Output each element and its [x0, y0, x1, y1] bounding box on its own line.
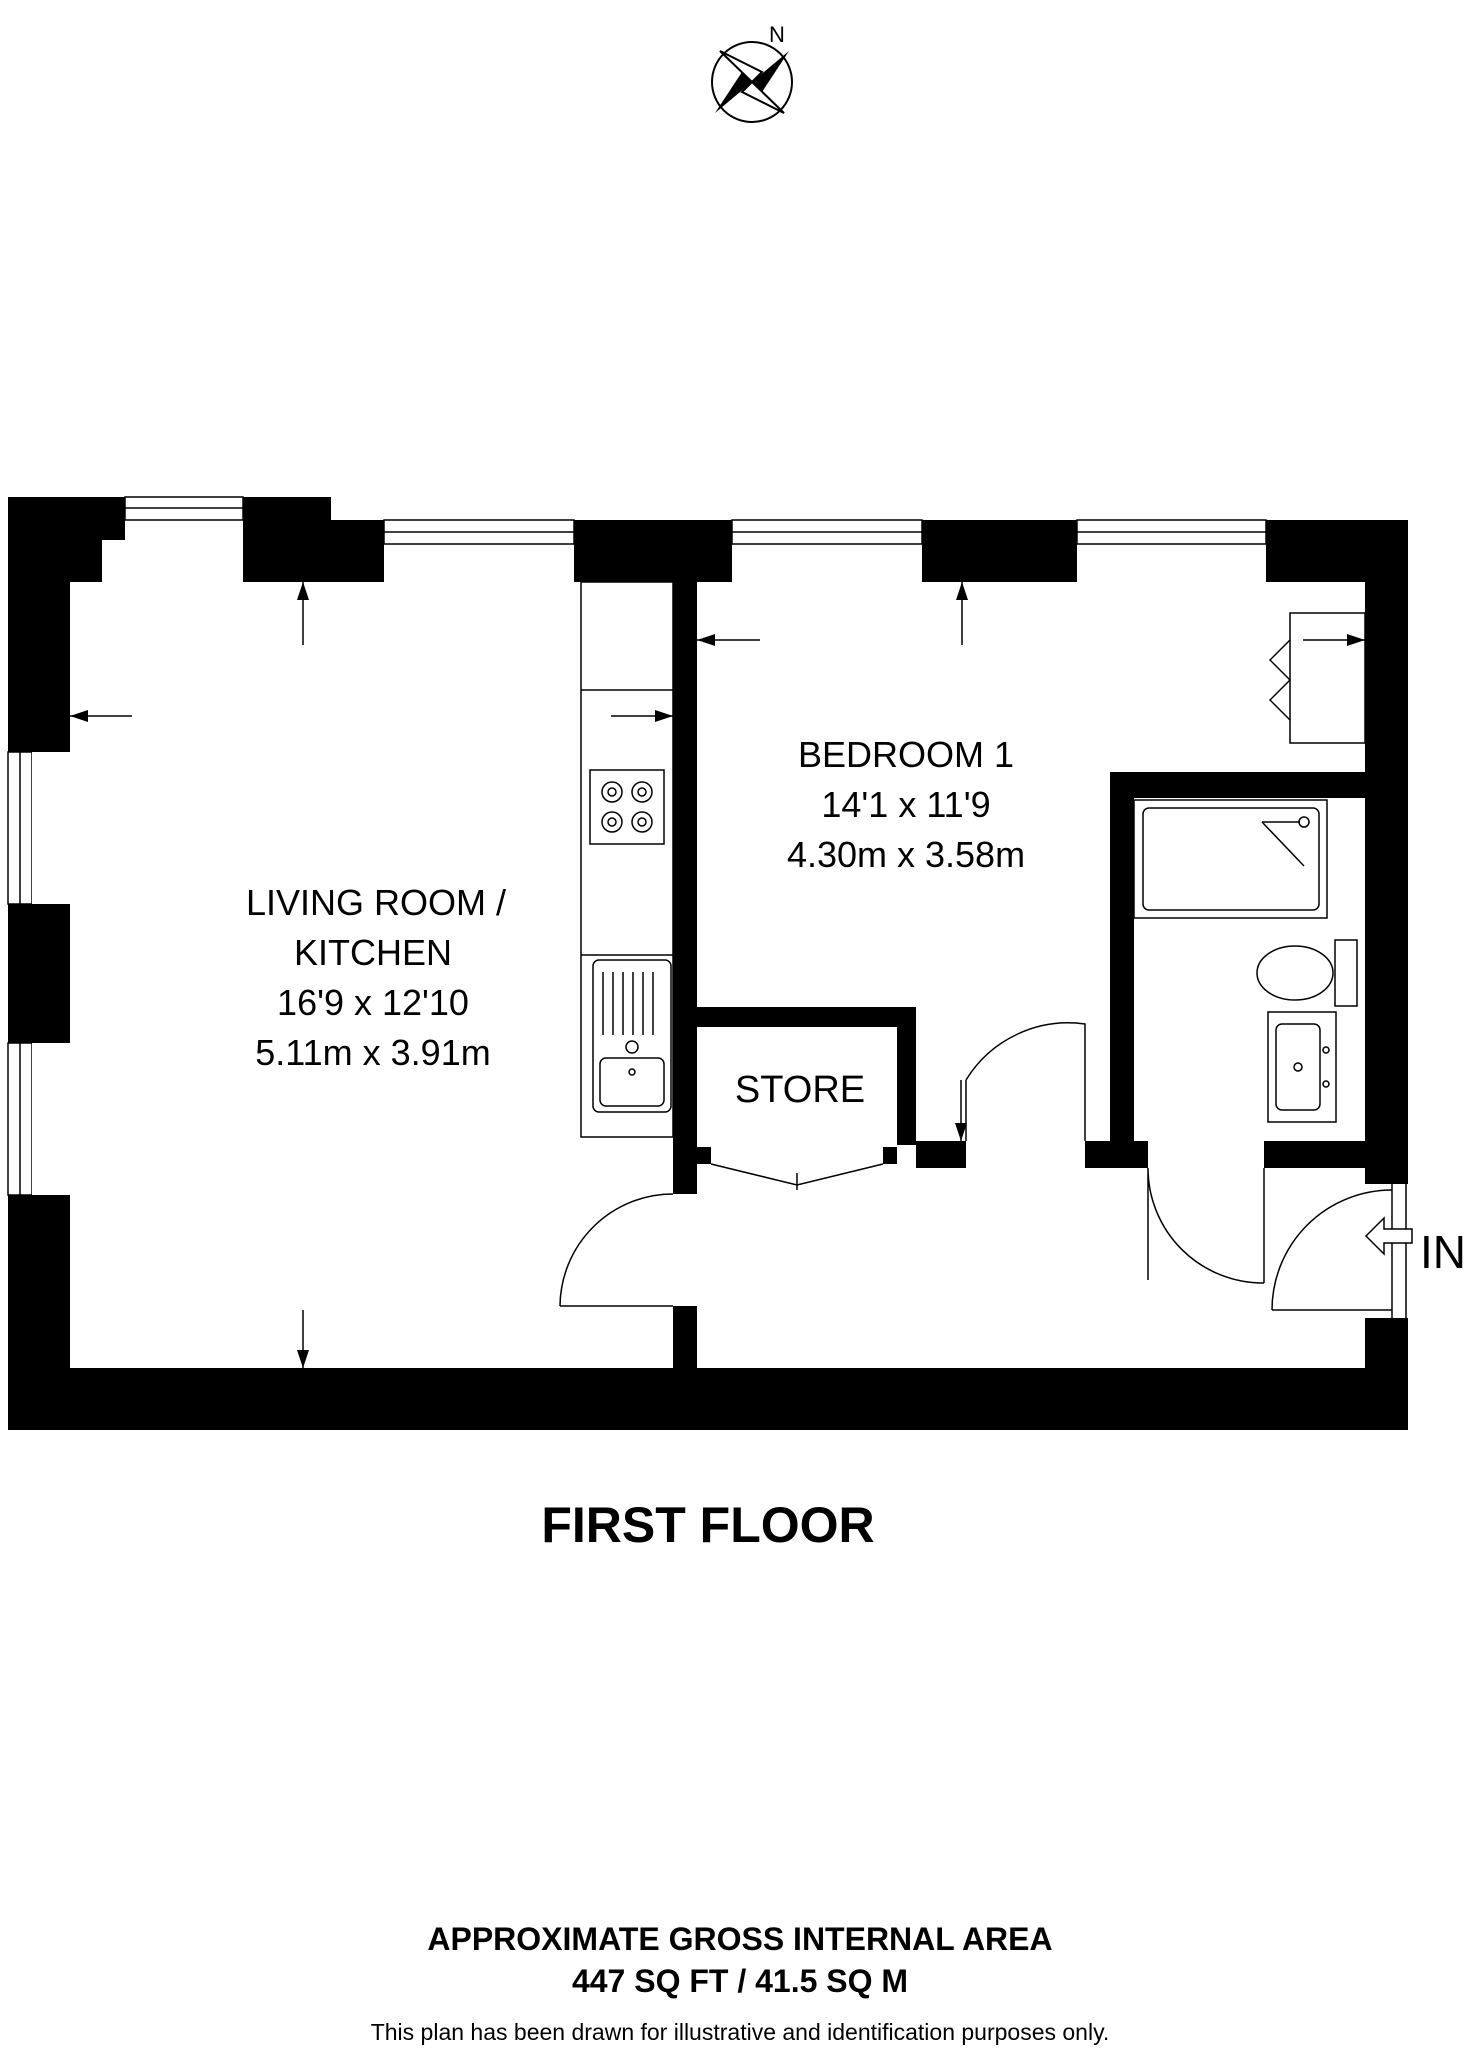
living-room-imperial: 16'9 x 12'10 — [277, 982, 469, 1023]
compass-rose-icon: N — [711, 22, 793, 123]
kitchen-units — [580, 581, 674, 1138]
area-value: 447 SQ FT / 41.5 SQ M — [572, 1963, 908, 1999]
bedroom-imperial: 14'1 x 11'9 — [821, 784, 990, 825]
bathroom-fixtures — [1133, 799, 1358, 1123]
area-heading: APPROXIMATE GROSS INTERNAL AREA — [427, 1921, 1052, 1957]
washbasin-icon — [1267, 1011, 1337, 1123]
toilet-icon — [1256, 939, 1358, 1007]
bedroom-name: BEDROOM 1 — [798, 734, 1014, 775]
room-label-bedroom: BEDROOM 1 14'1 x 11'9 4.30m x 3.58m — [787, 734, 1025, 875]
store-label: STORE — [735, 1069, 865, 1111]
windows — [7, 496, 1267, 1196]
bedroom-metric: 4.30m x 3.58m — [787, 834, 1025, 875]
living-room-metric: 5.11m x 3.91m — [255, 1032, 490, 1073]
wardrobe — [1268, 612, 1366, 744]
walls — [8, 497, 1408, 1430]
doors — [559, 1022, 1408, 1318]
entrance-label: IN — [1420, 1226, 1466, 1278]
dimension-arrows — [70, 582, 1365, 1368]
disclaimer: This plan has been drawn for illustrativ… — [371, 2019, 1110, 2045]
living-room-name-line2: KITCHEN — [294, 932, 452, 973]
living-room-name-line1: LIVING ROOM / — [246, 882, 506, 923]
sink-icon — [592, 959, 672, 1113]
hob-icon — [589, 769, 665, 845]
entrance-arrow-icon — [1364, 1216, 1413, 1256]
room-label-living: LIVING ROOM / KITCHEN 16'9 x 12'10 5.11m… — [246, 882, 506, 1073]
entrance-marker: IN — [1364, 1216, 1466, 1278]
floor-title: FIRST FLOOR — [541, 1497, 874, 1553]
compass-north-label: N — [769, 22, 785, 47]
bath-icon — [1133, 799, 1328, 919]
